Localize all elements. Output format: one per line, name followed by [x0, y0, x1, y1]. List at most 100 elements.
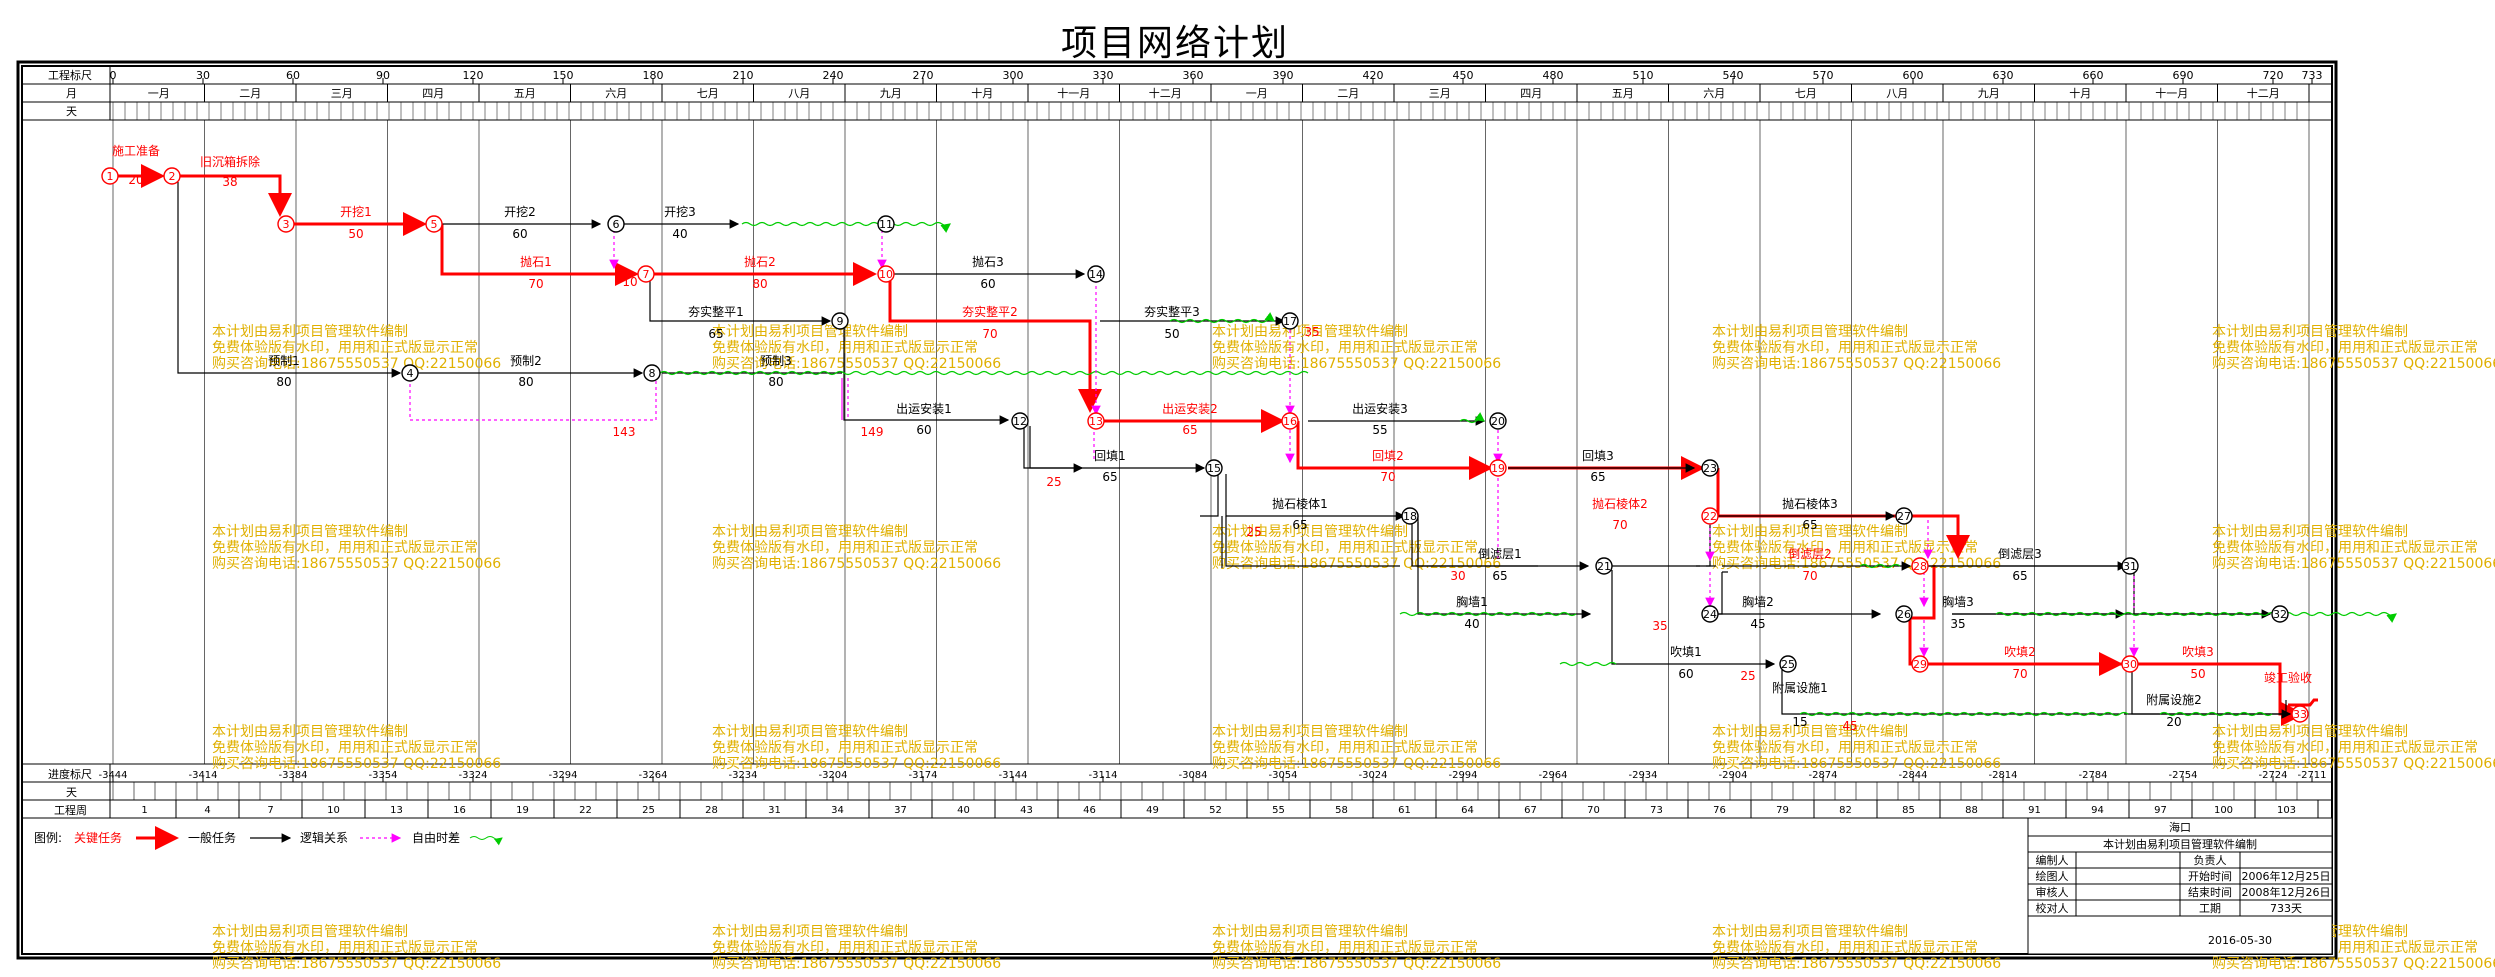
watermark-line: 本计划由易利项目管理软件编制	[212, 324, 408, 340]
week-cell: 91	[2028, 805, 2041, 816]
activity-labels: 施工准备20旧沉箱拆除38开挖150开挖260开挖340抛石170抛石280抛石…	[112, 144, 2312, 729]
progress-tick: -2844	[1898, 770, 1927, 781]
week-cell: 16	[453, 805, 466, 816]
month-cell: 十月	[2069, 86, 2091, 100]
activity-name: 竣工验收	[2264, 670, 2312, 685]
activity-duration: 65	[708, 327, 723, 341]
day-row-label: 天	[66, 105, 77, 118]
week-cell: 76	[1713, 805, 1726, 816]
month-cell: 五月	[514, 87, 536, 100]
node-number: 31	[2123, 560, 2137, 573]
info-key: 校对人	[2036, 901, 2069, 915]
activity-duration: 65	[1802, 518, 1817, 532]
watermark-line: 购买咨询电话:18675550537 QQ:22150066	[2212, 356, 2495, 372]
free-float-label: 35	[1304, 325, 1319, 339]
node-number: 24	[1703, 608, 1717, 621]
activity-name: 胸墙2	[1742, 594, 1774, 609]
activity-duration: 70	[1380, 470, 1395, 484]
progress-tick: -3384	[278, 770, 307, 781]
node	[831, 312, 849, 330]
node-number: 2	[169, 170, 176, 183]
progress-tick: -3144	[998, 770, 1027, 781]
activity-duration: 65	[1590, 470, 1605, 484]
node	[2291, 705, 2309, 723]
node	[1489, 459, 1507, 477]
scale-tick: 690	[2173, 69, 2194, 82]
progress-tick: -3414	[188, 770, 217, 781]
activity-name: 回填1	[1094, 449, 1126, 463]
activity-duration: 40	[1464, 617, 1479, 631]
legend-free-line	[469, 836, 503, 846]
activity-duration: 70	[982, 327, 997, 341]
activity-name: 胸墙3	[1942, 594, 1974, 609]
watermark-line: 免费体验版有水印，用用和正式版显示正常	[1212, 340, 1478, 356]
node-number: 11	[879, 218, 893, 231]
frame-inner	[21, 65, 2333, 955]
activity-duration: 80	[752, 277, 767, 291]
free-float-label: 35	[1652, 619, 1667, 633]
node	[607, 215, 625, 233]
week-cell: 25	[642, 805, 655, 816]
week-cell: 73	[1650, 805, 1663, 816]
info-key: 审核人	[2036, 885, 2069, 899]
progress-tick: -3354	[368, 770, 397, 781]
activity-duration: 70	[1612, 518, 1627, 532]
scale-tick: 660	[2083, 69, 2104, 82]
week-cell: 85	[1902, 805, 1915, 816]
free-float-label: 25	[1046, 475, 1061, 489]
node	[401, 364, 419, 382]
watermark-line: 本计划由易利项目管理软件编制	[1712, 724, 1908, 740]
node	[1911, 557, 1929, 575]
progress-tick: -2724	[2258, 770, 2287, 781]
activity-name: 吹填2	[2004, 645, 2036, 659]
node-number: 25	[1781, 658, 1795, 671]
month-cell: 十二月	[1149, 86, 1182, 100]
month-cell: 七月	[697, 87, 719, 100]
info-key: 绘图人	[2036, 869, 2069, 883]
vertical-gridlines	[112, 120, 2310, 764]
activity-duration: 50	[2190, 667, 2205, 681]
watermark-line: 本计划由易利项目管理软件编制	[212, 524, 408, 540]
progress-tick: -3174	[908, 770, 937, 781]
week-cell: 37	[894, 805, 907, 816]
watermark-line: 购买咨询电话:18675550537 QQ:22150066	[1212, 556, 1501, 572]
month-cell: 三月	[1429, 87, 1451, 100]
legend-logic-label: 逻辑关系	[300, 831, 348, 845]
node	[2121, 557, 2139, 575]
node	[101, 167, 119, 185]
week-cell: 28	[705, 805, 718, 816]
legend-normal-label: 一般任务	[188, 830, 236, 845]
month-cell: 四月	[1520, 87, 1542, 100]
scale-tick: 180	[643, 69, 664, 82]
watermark-line: 免费体验版有水印，用用和正式版显示正常	[712, 340, 978, 356]
node-number: 27	[1897, 510, 1911, 523]
week-cell: 4	[204, 805, 210, 816]
node	[1701, 459, 1719, 477]
activity-duration: 70	[528, 277, 543, 291]
scale-tick: 420	[1363, 69, 1384, 82]
node-number: 9	[837, 315, 844, 328]
activity-duration: 15	[1792, 715, 1807, 729]
month-cell: 一月	[1246, 87, 1268, 100]
free-float-label: 10	[622, 275, 637, 289]
header-grid: 工程标尺 月 天	[22, 66, 2332, 121]
watermark-line: 免费体验版有水印，用用和正式版显示正常	[212, 540, 478, 556]
watermarks: 本计划由易利项目管理软件编制免费体验版有水印，用用和正式版显示正常购买咨询电话:…	[212, 324, 2495, 972]
progress-ticks: -3444-3414-3384-3354-3324-3294-3264-3234…	[98, 770, 2327, 782]
week-cell: 49	[1146, 805, 1159, 816]
week-cell: 13	[390, 805, 403, 816]
node-number: 17	[1283, 315, 1297, 328]
node-number: 13	[1089, 415, 1103, 428]
week-cell: 67	[1524, 805, 1537, 816]
watermark-line: 本计划由易利项目管理软件编制	[2212, 724, 2408, 740]
node-number: 22	[1703, 510, 1717, 523]
node	[1779, 655, 1797, 673]
info-date: 2016-05-30	[2208, 934, 2272, 947]
month-cell: 十一月	[2155, 86, 2188, 100]
week-cell: 97	[2154, 805, 2167, 816]
node	[163, 167, 181, 185]
week-cell: 22	[579, 805, 592, 816]
node	[277, 215, 295, 233]
watermark-line: 购买咨询电话:18675550537 QQ:22150066	[1212, 356, 1501, 372]
week-cell: 52	[1209, 805, 1222, 816]
